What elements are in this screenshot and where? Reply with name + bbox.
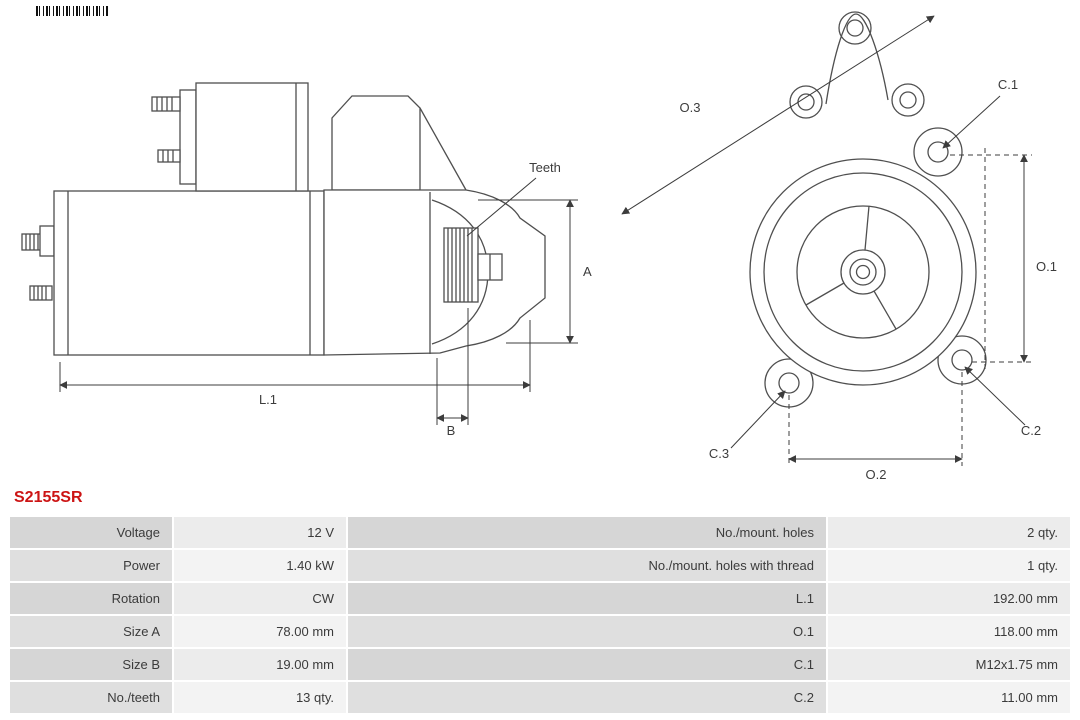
table-row: Rotation CW L.1 192.00 mm bbox=[10, 583, 1070, 614]
spec-label: O.1 bbox=[348, 616, 826, 647]
spec-value: 192.00 mm bbox=[828, 583, 1070, 614]
technical-drawing: Teeth A L.1 B bbox=[21, 11, 1057, 482]
spec-value: 11.00 mm bbox=[828, 682, 1070, 713]
dim-label-o2: O.2 bbox=[866, 467, 887, 482]
table-row: Power 1.40 kW No./mount. holes with thre… bbox=[10, 550, 1070, 581]
spec-value: 19.00 mm bbox=[174, 649, 346, 680]
spec-value: 2 qty. bbox=[828, 517, 1070, 548]
spec-table: Voltage 12 V No./mount. holes 2 qty. Pow… bbox=[10, 517, 1070, 715]
dim-label-o1: O.1 bbox=[1036, 259, 1057, 274]
spec-label: No./teeth bbox=[10, 682, 172, 713]
dim-label-c2: C.2 bbox=[1021, 423, 1041, 438]
side-view-drawing bbox=[21, 82, 546, 356]
table-row: Size B 19.00 mm C.1 M12x1.75 mm bbox=[10, 649, 1070, 680]
solenoid bbox=[151, 82, 309, 192]
mounting-flange bbox=[749, 158, 977, 386]
spec-value: 1 qty. bbox=[828, 550, 1070, 581]
teeth-label: Teeth bbox=[529, 160, 561, 175]
spec-label: Size B bbox=[10, 649, 172, 680]
top-bracket bbox=[331, 95, 421, 191]
rear-terminal-studs bbox=[21, 225, 55, 301]
spec-value: 118.00 mm bbox=[828, 616, 1070, 647]
pinion-gear bbox=[443, 227, 503, 303]
spec-value: CW bbox=[174, 583, 346, 614]
spec-value: M12x1.75 mm bbox=[828, 649, 1070, 680]
table-row: Voltage 12 V No./mount. holes 2 qty. bbox=[10, 517, 1070, 548]
front-view-drawing bbox=[749, 11, 987, 408]
spec-value: 78.00 mm bbox=[174, 616, 346, 647]
table-row: Size A 78.00 mm O.1 118.00 mm bbox=[10, 616, 1070, 647]
drive-end-housing bbox=[323, 189, 546, 356]
dim-label-c1: C.1 bbox=[998, 77, 1018, 92]
spec-label: No./mount. holes bbox=[348, 517, 826, 548]
spec-label: Power bbox=[10, 550, 172, 581]
spec-label: C.2 bbox=[348, 682, 826, 713]
side-view-dimensions: Teeth A L.1 B bbox=[59, 160, 592, 438]
spec-value: 12 V bbox=[174, 517, 346, 548]
dim-label-a: A bbox=[583, 264, 592, 279]
dim-label-b: B bbox=[447, 423, 456, 438]
dim-label-c3: C.3 bbox=[709, 446, 729, 461]
table-row: No./teeth 13 qty. C.2 11.00 mm bbox=[10, 682, 1070, 713]
spec-label: C.1 bbox=[348, 649, 826, 680]
spec-label: Size A bbox=[10, 616, 172, 647]
part-number: S2155SR bbox=[14, 489, 83, 506]
spec-label: No./mount. holes with thread bbox=[348, 550, 826, 581]
spec-value: 1.40 kW bbox=[174, 550, 346, 581]
spec-label: Rotation bbox=[10, 583, 172, 614]
dim-label-l1: L.1 bbox=[259, 392, 277, 407]
motor-body bbox=[53, 190, 325, 356]
dim-label-o3: O.3 bbox=[680, 100, 701, 115]
spec-label: Voltage bbox=[10, 517, 172, 548]
spec-value: 13 qty. bbox=[174, 682, 346, 713]
barcode bbox=[36, 6, 108, 16]
spec-label: L.1 bbox=[348, 583, 826, 614]
front-view-dimensions: O.3 C.1 O.1 O.2 C.3 C.2 bbox=[621, 15, 1057, 482]
